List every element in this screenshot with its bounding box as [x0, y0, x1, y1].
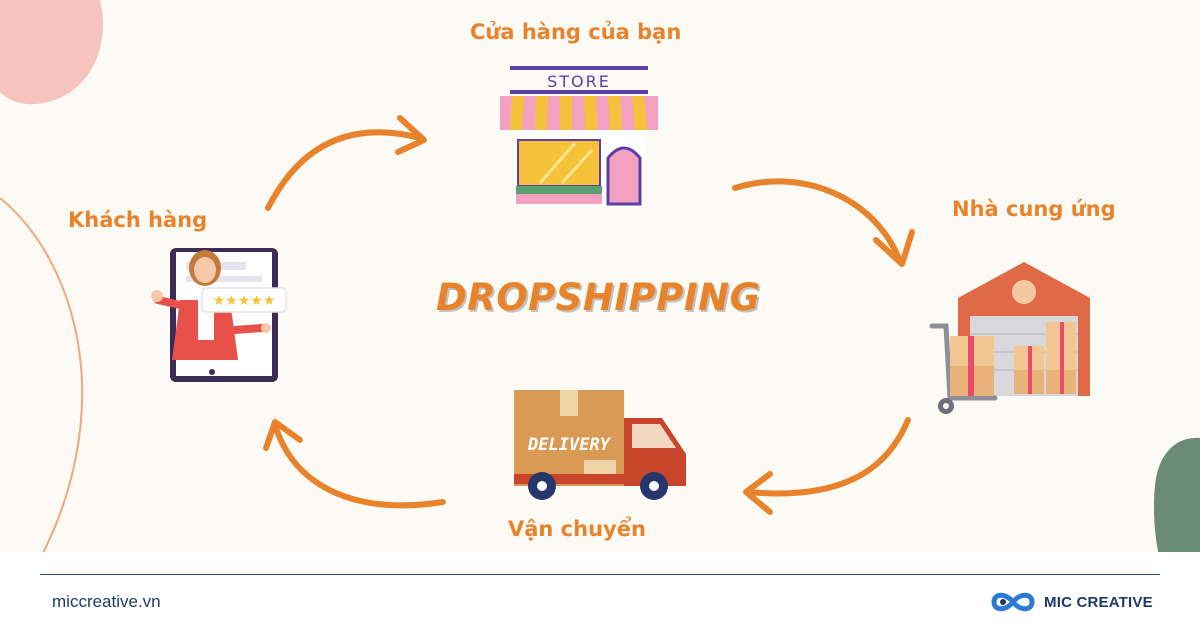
footer-brand-name: MIC CREATIVE	[1044, 593, 1153, 611]
arrowhead-shipping-to-customer	[263, 419, 303, 451]
supplier-warehouse-icon	[929, 262, 1090, 414]
thin-curve-decoration	[0, 197, 84, 556]
arrowhead-store-to-supplier	[873, 229, 915, 267]
delivery-truck-icon: DELIVERY	[514, 390, 686, 500]
mic-creative-logo-icon	[991, 592, 1035, 612]
diagram-canvas: STORE	[0, 0, 1200, 560]
arrowhead-customer-to-store	[395, 115, 427, 155]
footer: miccreative.vn MIC CREATIVE	[0, 552, 1200, 630]
arrow-shipping-to-customer	[272, 422, 446, 509]
arrow-store-to-supplier	[732, 178, 903, 265]
green-blob-decoration	[1153, 437, 1200, 560]
customer-label: Khách hàng	[68, 208, 208, 232]
customer-phone-icon: ★★★★★	[151, 248, 287, 382]
arrow-supplier-to-shipping	[745, 417, 911, 497]
footer-brand: MIC CREATIVE	[990, 588, 1153, 616]
footer-divider	[40, 574, 1160, 575]
pink-blob-decoration	[0, 0, 103, 105]
store-icon: STORE	[500, 66, 658, 206]
supplier-label: Nhà cung ứng	[952, 197, 1116, 221]
center-title: DROPSHIPPING	[436, 276, 761, 319]
store-sign-text: STORE	[547, 72, 611, 91]
arrow-customer-to-store	[265, 129, 423, 211]
arrowhead-supplier-to-shipping	[743, 471, 773, 515]
shipping-label: Vận chuyển	[508, 517, 646, 541]
dropshipping-diagram: STORE	[0, 0, 1200, 560]
footer-website[interactable]: miccreative.vn	[52, 592, 161, 611]
flow-arrows	[263, 115, 915, 515]
store-label: Cửa hàng của bạn	[470, 20, 682, 44]
truck-delivery-text: DELIVERY	[527, 435, 612, 455]
star-rating-icon: ★★★★★	[213, 293, 276, 309]
